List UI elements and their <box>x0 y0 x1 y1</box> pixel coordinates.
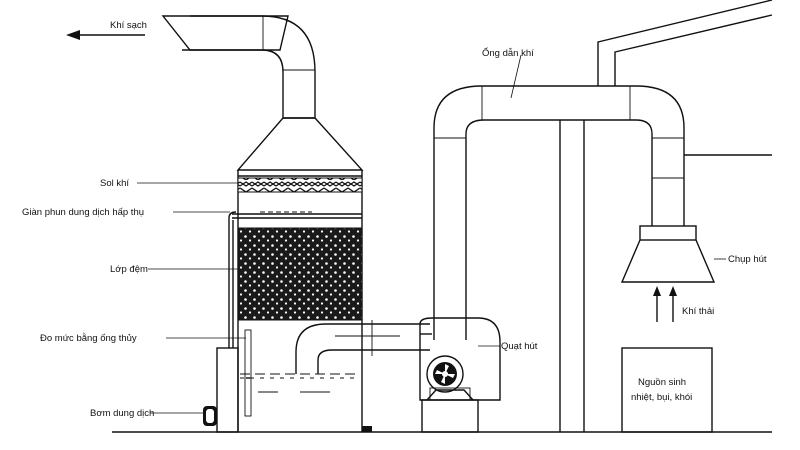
pump <box>203 406 217 426</box>
fan <box>419 317 501 433</box>
packing-layer <box>237 227 363 321</box>
label-air-duct: Ống dẫn khí <box>482 47 534 59</box>
label-level-gauge: Đo mức bằng ống thủy <box>40 333 137 344</box>
air-duct <box>433 85 685 432</box>
arrow-up-icon <box>653 286 677 322</box>
arrow-left-icon <box>66 30 145 40</box>
label-fan: Quạt hút <box>501 341 538 352</box>
spray-rack <box>232 211 362 219</box>
label-packing-layer: Lớp đệm <box>110 264 148 275</box>
mist-eliminator-layer <box>237 177 363 193</box>
label-exhaust-gas: Khí thải <box>682 306 714 317</box>
outlet-duct <box>161 15 316 118</box>
drain-valve <box>362 426 372 432</box>
liquid-level <box>240 373 360 393</box>
label-source-line2: nhiệt, bụi, khói <box>631 392 692 403</box>
label-source-line1: Nguồn sinh <box>638 377 686 388</box>
label-pump: Bơm dung dịch <box>90 408 154 419</box>
feed-pipe <box>228 211 237 348</box>
fan-to-tower-duct <box>295 320 430 374</box>
level-gauge-tube <box>244 329 252 417</box>
building-wall <box>597 0 773 156</box>
suction-hood <box>620 178 716 283</box>
label-hood: Chụp hút <box>728 254 767 265</box>
heat-source-box <box>621 347 713 433</box>
pump-housing <box>216 347 239 433</box>
fan-impeller-icon <box>433 362 457 386</box>
label-mist-eliminator: Sol khí <box>100 178 129 189</box>
label-spray-rack: Giàn phun dung dịch hấp thụ <box>22 207 144 218</box>
label-clean-air: Khí sạch <box>110 20 147 31</box>
